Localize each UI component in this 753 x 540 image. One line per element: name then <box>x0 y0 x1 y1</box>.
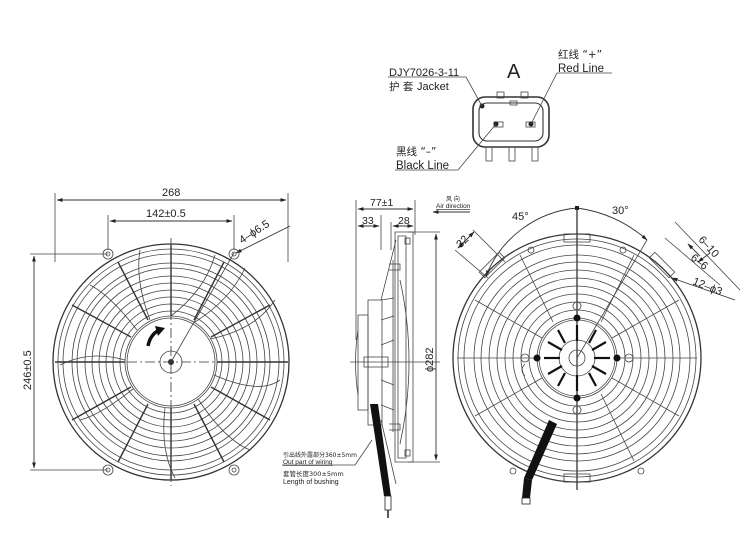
front-view: 268 142±0.5 4–ϕ6.5 246±0.5 <box>22 187 291 486</box>
mount-holes <box>102 248 240 476</box>
depth-frame-dimension: 28 <box>398 215 410 227</box>
height-dimension: 246±0.5 <box>22 350 34 390</box>
mount-holes-dimension: 4–ϕ6.5 <box>237 218 272 246</box>
holes-dimension: 12–ϕ3 <box>691 276 724 299</box>
red-line-en: Red Line <box>558 63 604 75</box>
wiring-en: Out part of wiring <box>283 459 333 466</box>
black-line-cn: 黑线 “–” <box>396 145 436 158</box>
side-view: 77±1 33 28 风 向 Air direction <box>282 195 471 518</box>
depth-motor-dimension: 33 <box>362 215 374 227</box>
angle-30: 30° <box>612 205 629 217</box>
wiring-cn: 引出线外露部分360±5mm <box>283 451 357 459</box>
bushing-cn: 套管长度300±5mm <box>283 469 344 478</box>
slot-length-dimension: 32 <box>454 233 471 250</box>
width-dimension: 268 <box>162 187 180 199</box>
jacket-en: Jacket <box>417 81 449 93</box>
connector-detail: A DJY7026-3-11 护 套 Jacket 红线 “+” Red Lin… <box>388 48 612 172</box>
bushing-en: Length of bushing <box>283 479 339 486</box>
detail-a-label: A <box>507 61 521 83</box>
angle-45: 45° <box>512 211 529 223</box>
air-direction-cn: 风 向 <box>446 195 460 203</box>
jacket-cn: 护 套 <box>389 80 414 93</box>
rear-view: 45° 30° 32 6–10 6–6 12–ϕ3 <box>452 205 741 505</box>
depth-total-dimension: 77±1 <box>370 197 393 209</box>
diameter-dimension: ϕ282 <box>424 347 436 372</box>
mount-spacing-dimension: 142±0.5 <box>146 208 186 220</box>
red-line-cn: 红线 “+” <box>558 48 602 61</box>
part-number: DJY7026-3-11 <box>389 67 459 79</box>
air-direction-en: Air direction <box>436 203 471 210</box>
black-line-en: Black Line <box>396 160 449 172</box>
